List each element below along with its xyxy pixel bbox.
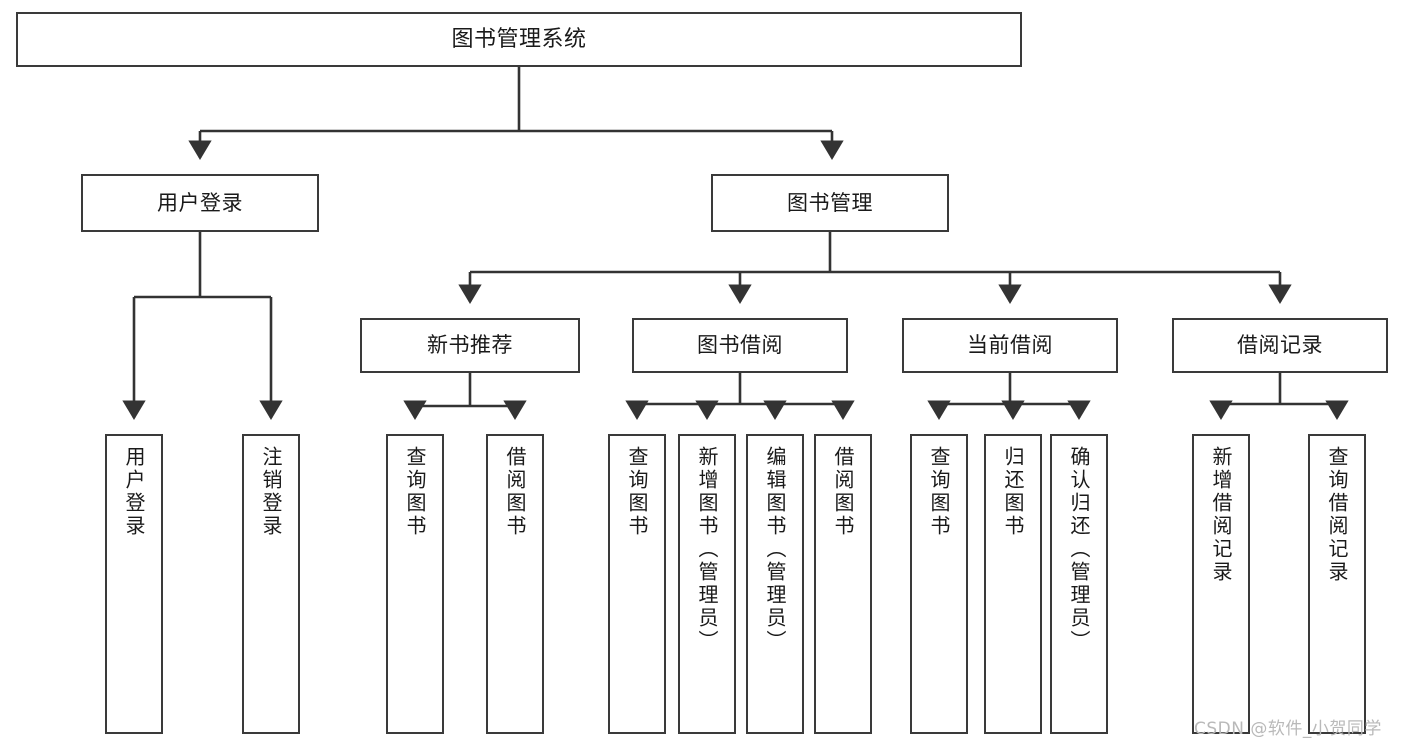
node-label: 借阅记录 — [1237, 333, 1323, 358]
node-label: 确认归还（管理员） — [1067, 446, 1091, 653]
node-leaf-borrow-book-2[interactable]: 借阅图书 — [814, 434, 872, 734]
node-label: 注销登录 — [259, 446, 283, 538]
node-leaf-add-book[interactable]: 新增图书（管理员） — [678, 434, 736, 734]
node-leaf-borrow-book-1[interactable]: 借阅图书 — [486, 434, 544, 734]
node-leaf-confirm-return[interactable]: 确认归还（管理员） — [1050, 434, 1108, 734]
node-label: 新增借阅记录 — [1209, 446, 1233, 584]
node-leaf-query-book-1[interactable]: 查询图书 — [386, 434, 444, 734]
node-new-book-recommend[interactable]: 新书推荐 — [360, 318, 580, 373]
node-label: 查询图书 — [927, 446, 951, 538]
node-leaf-user-login[interactable]: 用户登录 — [105, 434, 163, 734]
node-current-borrow[interactable]: 当前借阅 — [902, 318, 1118, 373]
node-label: 用户登录 — [122, 446, 146, 538]
node-label: 图书借阅 — [697, 333, 783, 358]
node-leaf-query-book-2[interactable]: 查询图书 — [608, 434, 666, 734]
node-leaf-add-record[interactable]: 新增借阅记录 — [1192, 434, 1250, 734]
node-label: 当前借阅 — [967, 333, 1053, 358]
node-leaf-edit-book[interactable]: 编辑图书（管理员） — [746, 434, 804, 734]
node-label: 查询借阅记录 — [1325, 446, 1349, 584]
node-book-manage[interactable]: 图书管理 — [711, 174, 949, 232]
node-label: 用户登录 — [157, 190, 243, 215]
node-leaf-return-book[interactable]: 归还图书 — [984, 434, 1042, 734]
node-label: 查询图书 — [625, 446, 649, 538]
node-leaf-logout[interactable]: 注销登录 — [242, 434, 300, 734]
node-label: 图书管理 — [787, 190, 873, 215]
node-label: 编辑图书（管理员） — [763, 446, 787, 653]
node-label: 归还图书 — [1001, 446, 1025, 538]
node-label: 查询图书 — [403, 446, 427, 538]
node-label: 新书推荐 — [427, 333, 513, 358]
node-label: 借阅图书 — [503, 446, 527, 538]
node-leaf-query-record[interactable]: 查询借阅记录 — [1308, 434, 1366, 734]
node-user-login[interactable]: 用户登录 — [81, 174, 319, 232]
node-leaf-query-book-3[interactable]: 查询图书 — [910, 434, 968, 734]
node-borrow-record[interactable]: 借阅记录 — [1172, 318, 1388, 373]
node-label: 借阅图书 — [831, 446, 855, 538]
node-book-borrow[interactable]: 图书借阅 — [632, 318, 848, 373]
node-label: 图书管理系统 — [451, 26, 587, 52]
node-label: 新增图书（管理员） — [695, 446, 719, 653]
node-root[interactable]: 图书管理系统 — [16, 12, 1022, 67]
